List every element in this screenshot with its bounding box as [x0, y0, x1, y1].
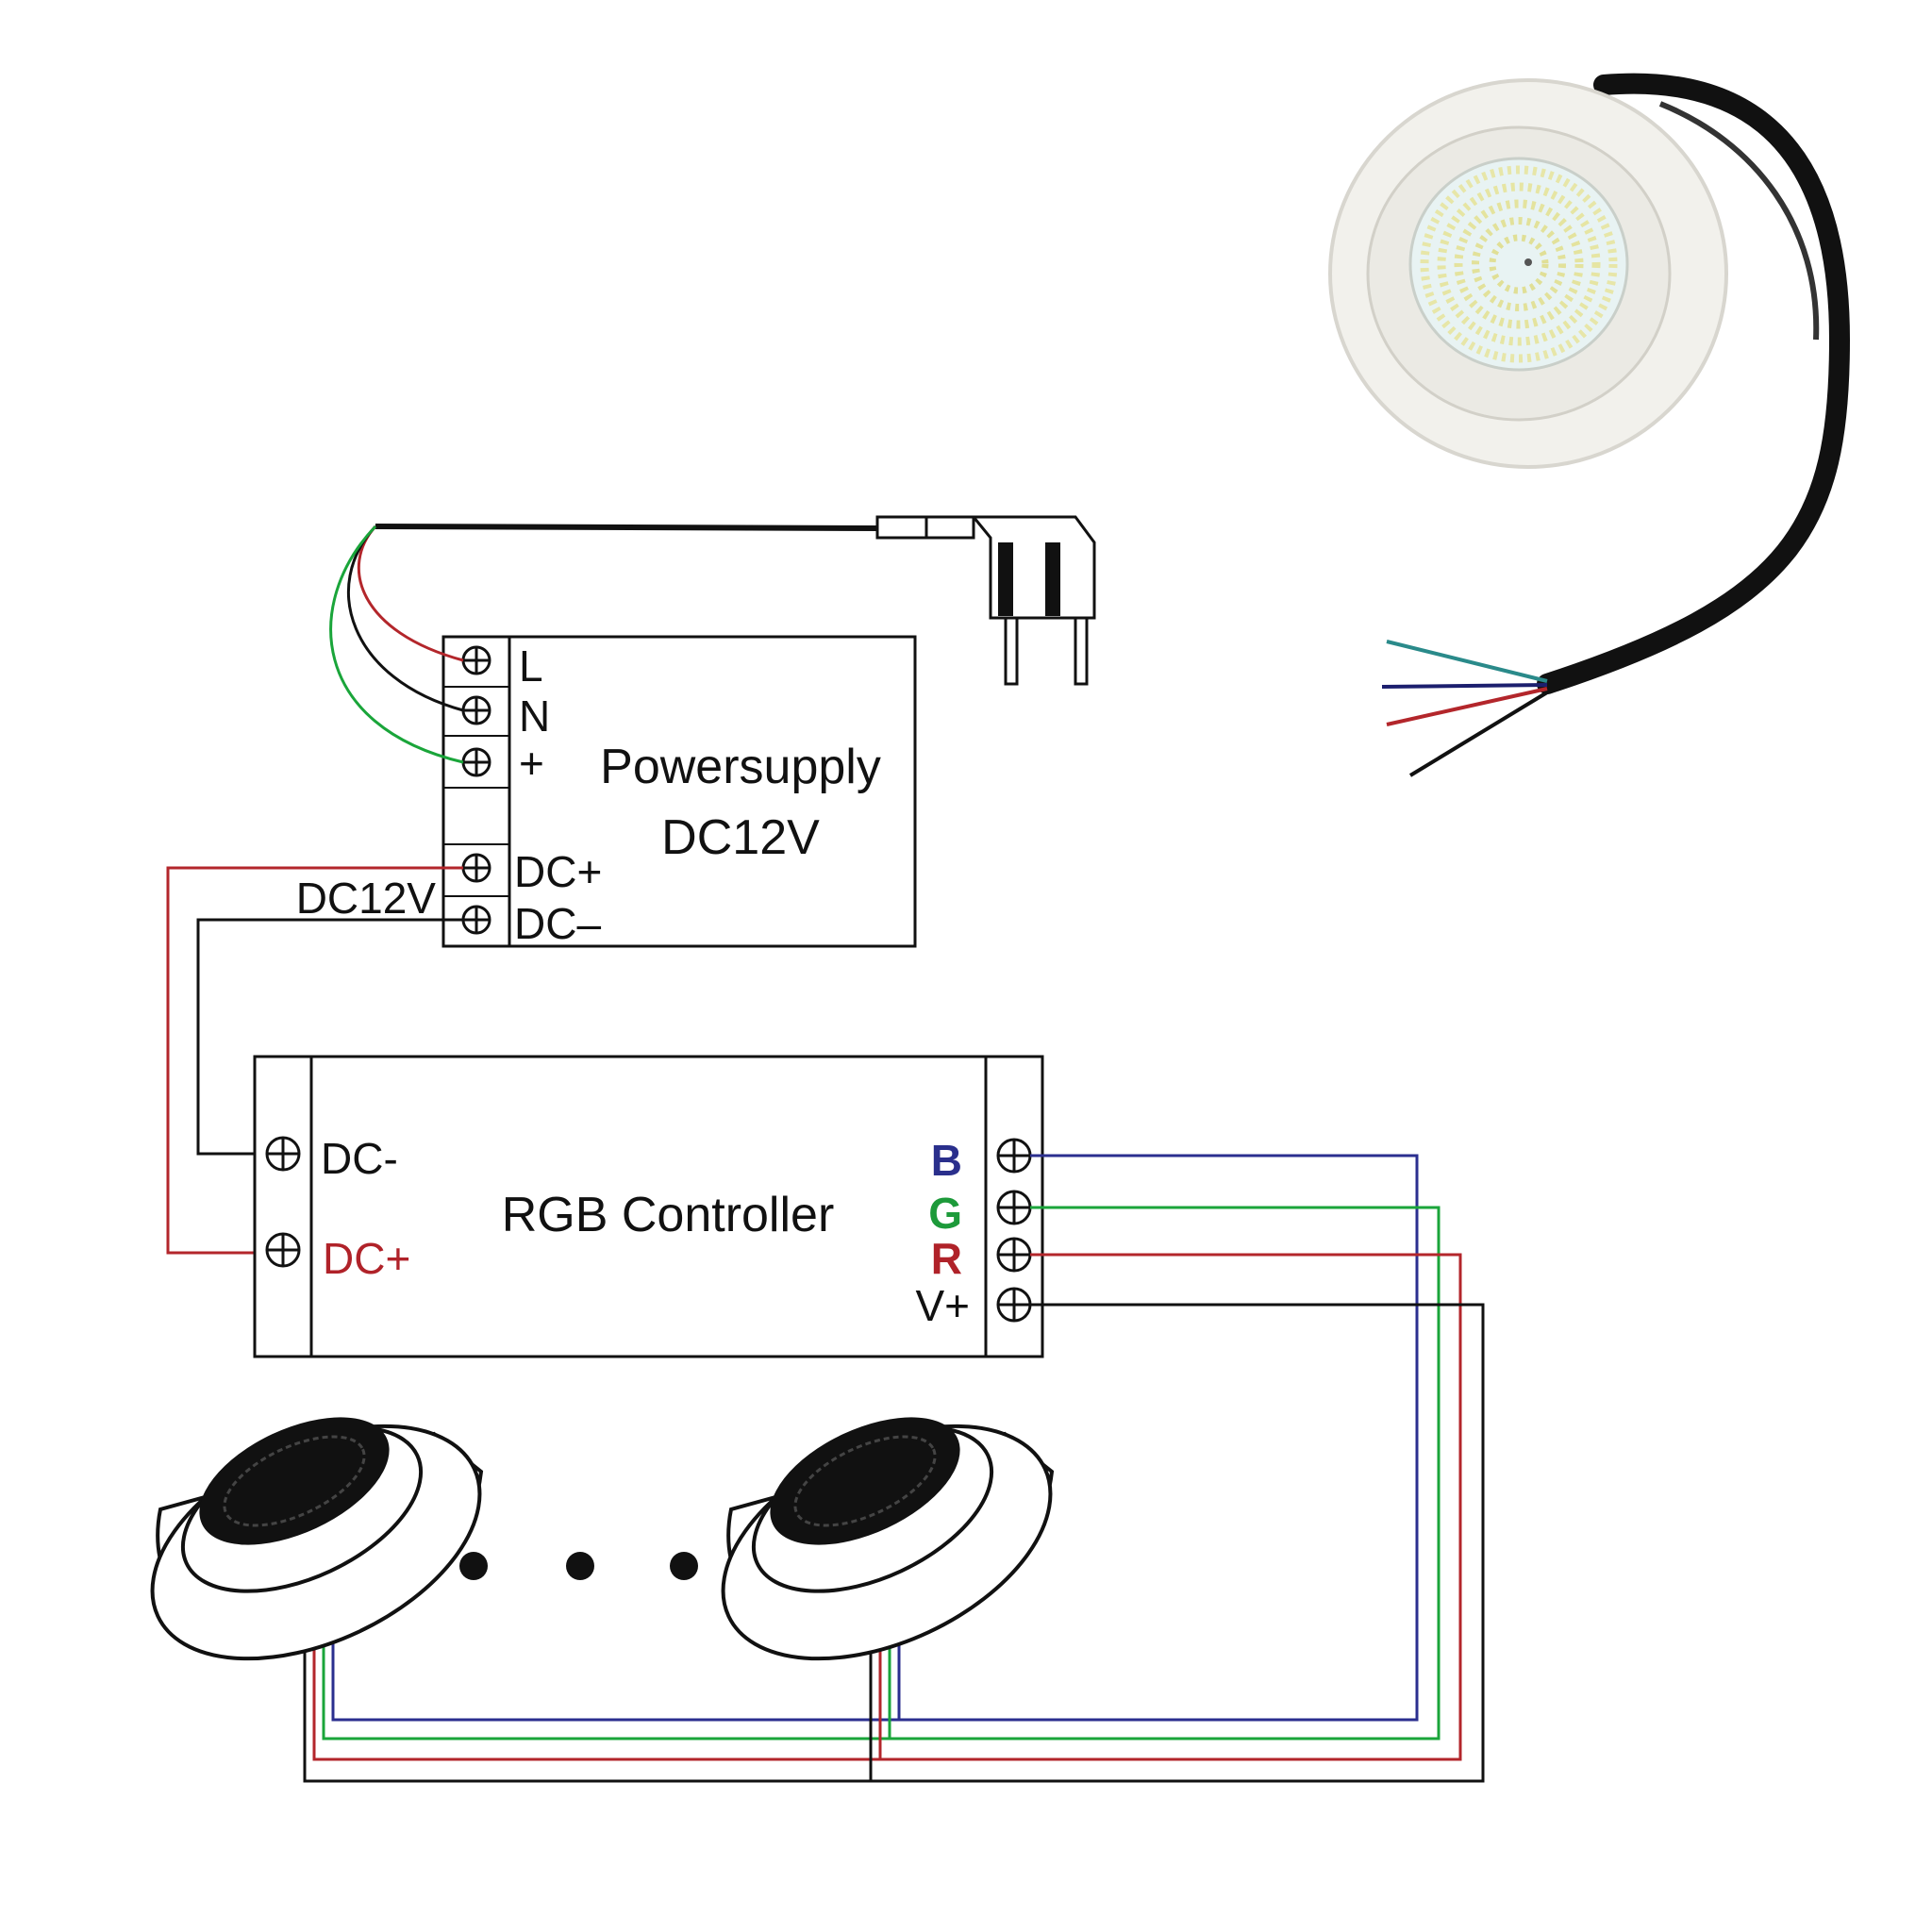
controller-label-b: B	[931, 1136, 962, 1185]
terminal-label-dc-plus: DC+	[514, 847, 602, 896]
terminal-label-plus: +	[519, 739, 544, 788]
rgb-controller: DC- DC+ B G R V+ RGB Controller	[253, 1055, 1044, 1358]
terminal-screw-l	[461, 645, 491, 675]
controller-label-dc-plus: DC+	[323, 1234, 410, 1283]
mains-plug	[375, 515, 1096, 686]
controller-screw-g	[996, 1190, 1032, 1225]
controller-screw-dc-minus	[265, 1136, 301, 1172]
pool-lamp-1	[150, 1417, 484, 1661]
controller-label-r: R	[931, 1234, 962, 1283]
rgb-controller-title: RGB Controller	[502, 1188, 835, 1242]
terminal-screw-plus	[461, 747, 491, 777]
controller-screw-dc-plus	[265, 1232, 301, 1268]
terminal-screw-dc-minus	[461, 905, 491, 935]
power-supply-title-line1: Powersupply	[600, 740, 881, 794]
controller-screw-b	[996, 1138, 1032, 1174]
dc-wires	[166, 866, 463, 1255]
terminal-screw-dc-plus	[461, 853, 491, 883]
terminal-screw-n	[461, 695, 491, 725]
rgb-output-wires	[303, 1154, 1485, 1783]
power-supply-title-line2: DC12V	[661, 810, 820, 865]
terminal-label-dc-minus: DC–	[514, 899, 601, 948]
more-lamps-ellipsis	[459, 1552, 698, 1580]
controller-label-dc-minus: DC-	[321, 1134, 398, 1183]
terminal-label-l: L	[519, 641, 543, 691]
pool-light-photo	[1328, 73, 1851, 777]
power-supply: L N + DC+ DC– Powersupply DC12V	[441, 635, 917, 948]
terminal-label-n: N	[519, 691, 550, 741]
controller-label-v-plus: V+	[915, 1281, 970, 1330]
pool-lamp-2	[721, 1417, 1055, 1661]
mains-wires	[329, 525, 464, 764]
controller-label-g: G	[928, 1189, 962, 1238]
controller-screw-v-plus	[996, 1287, 1032, 1323]
controller-screw-r	[996, 1237, 1032, 1273]
dc12v-output-label: DC12V	[296, 874, 437, 923]
